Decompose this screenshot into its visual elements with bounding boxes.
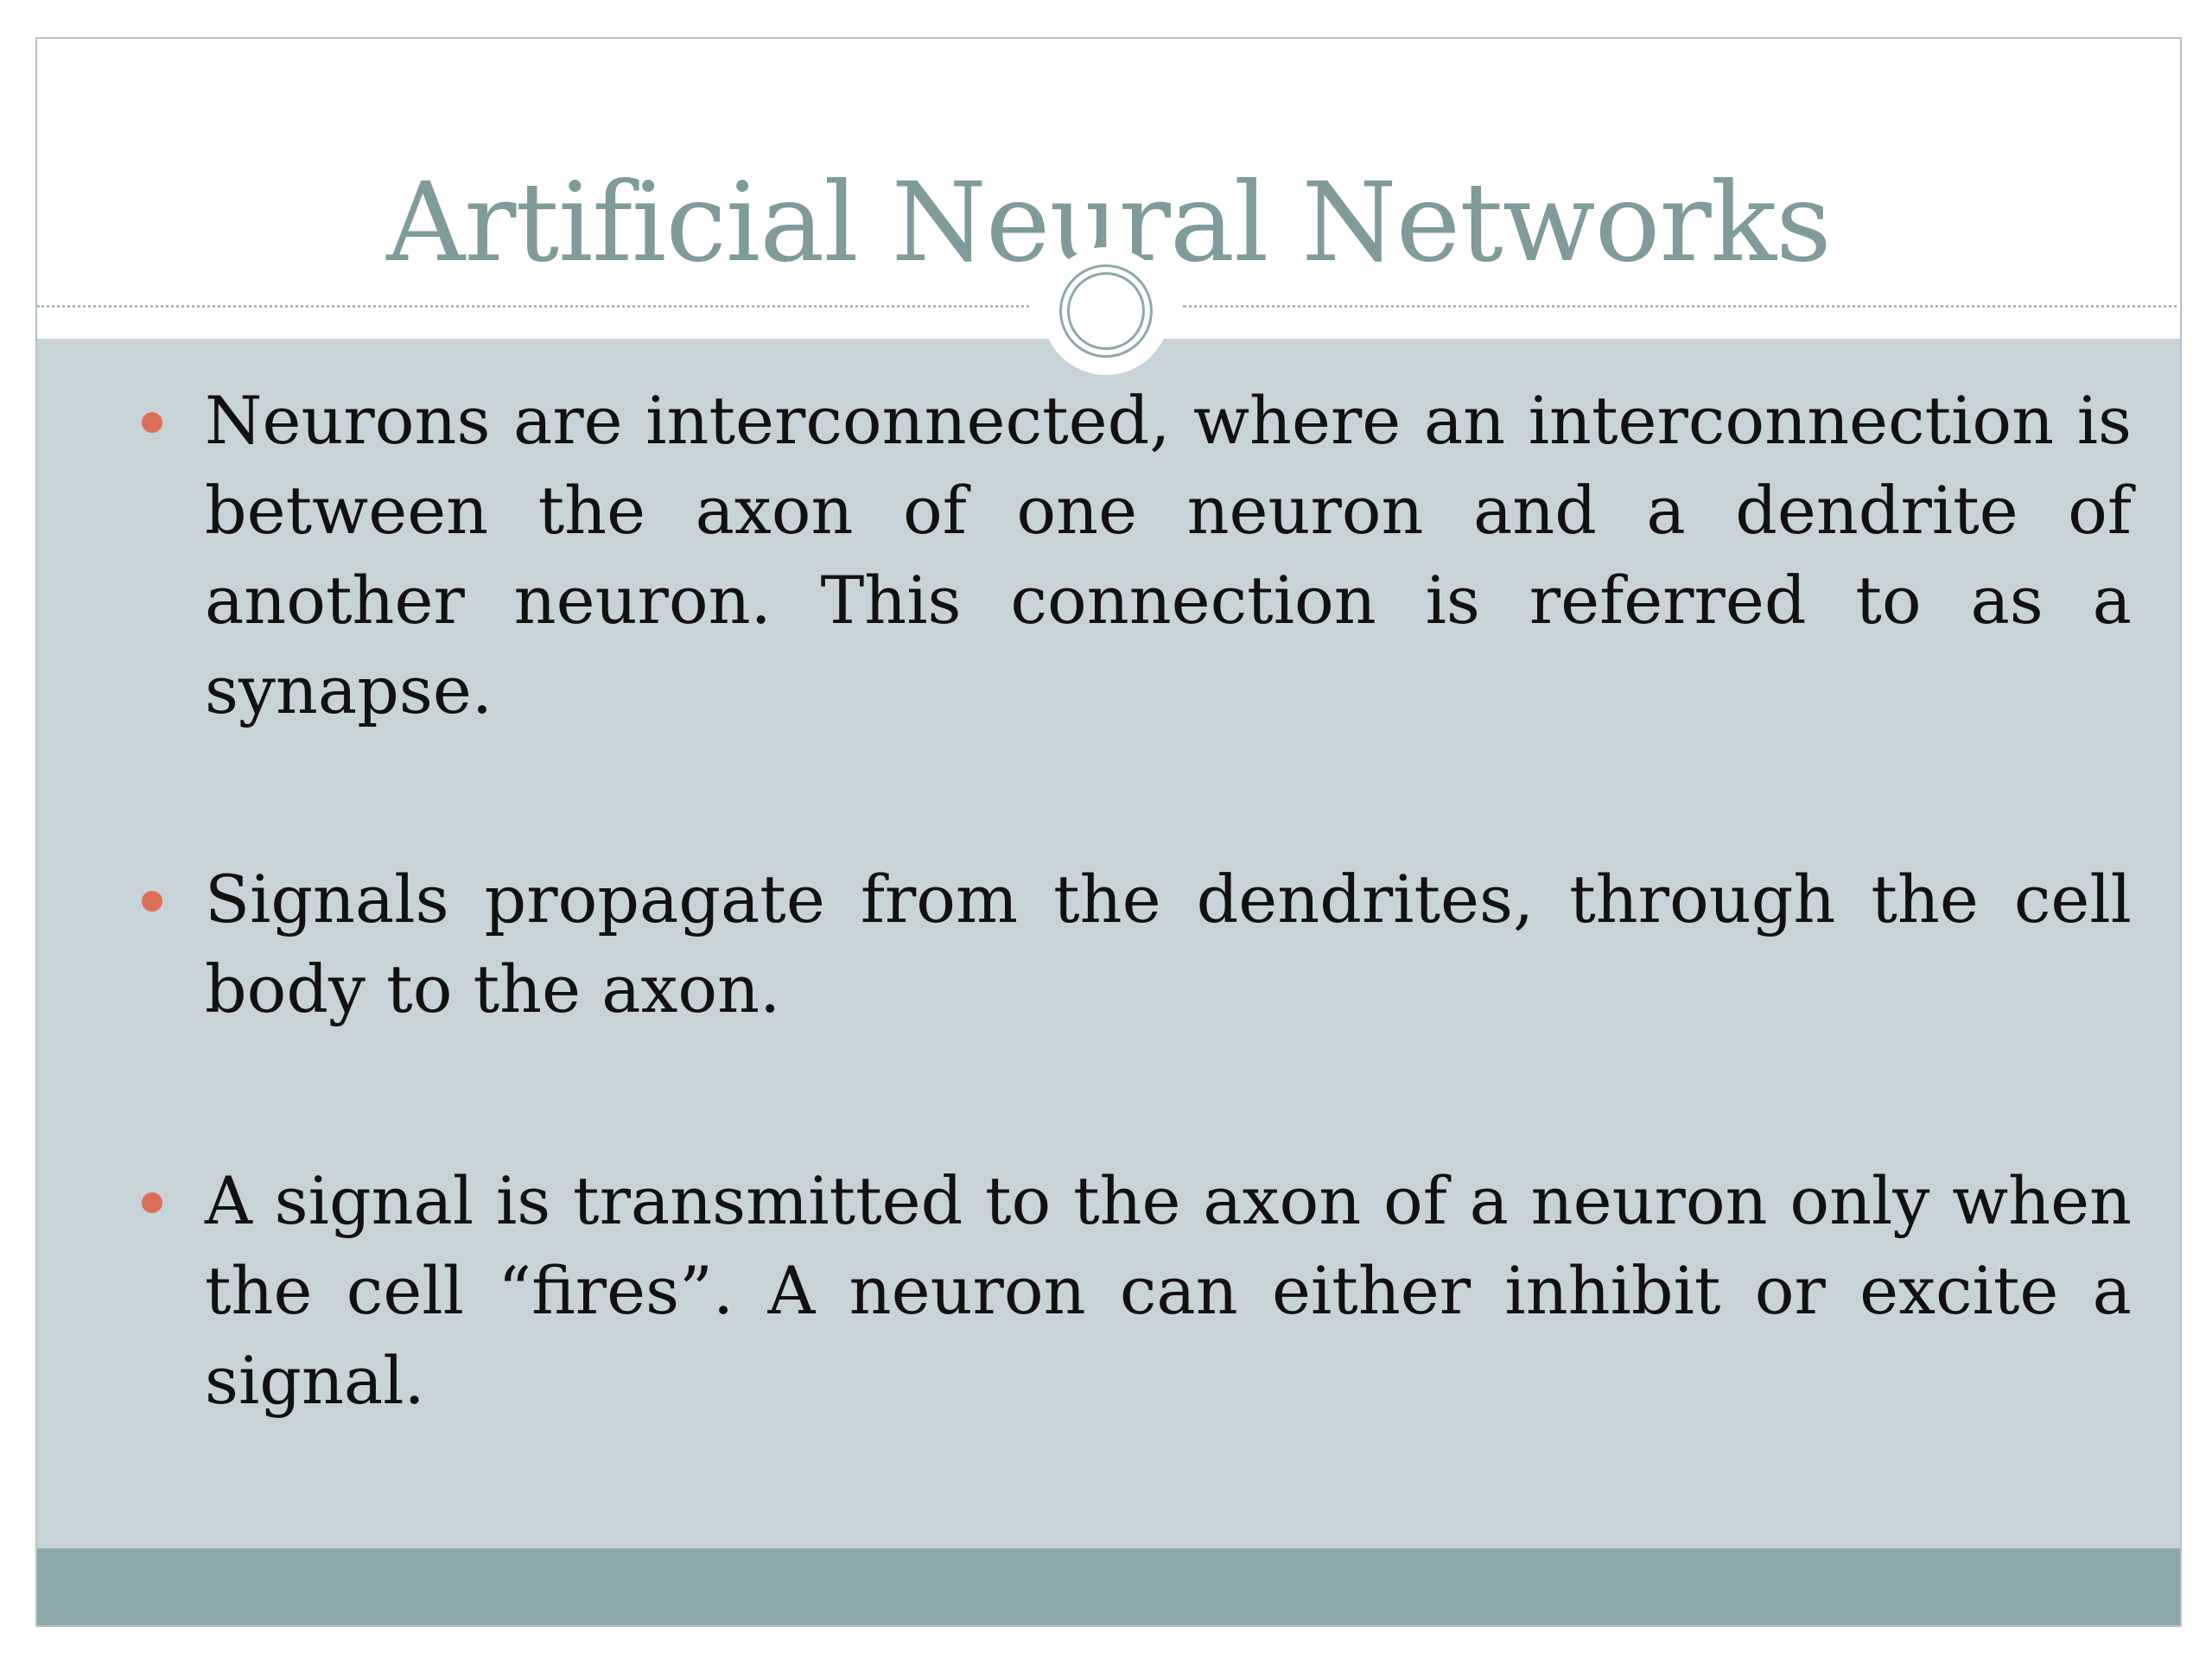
bullet-marker-icon	[142, 891, 162, 912]
slide: Artificial Neural Networks Neurons are i…	[35, 37, 2182, 1627]
bullet-item: Neurons are interconnected, where an int…	[205, 382, 2132, 728]
bullet-item: Signals propagate from the dendrites, th…	[205, 861, 2132, 1027]
bullet-list: Neurons are interconnected, where an int…	[37, 39, 2180, 1625]
bullet-marker-icon	[142, 1192, 162, 1213]
content-area	[37, 339, 2180, 1548]
title-divider-right	[1183, 305, 2180, 308]
footer-band	[37, 1548, 2180, 1625]
bullet-item: A signal is transmitted to the axon of a…	[205, 1162, 2132, 1419]
title-divider-left	[37, 305, 1029, 308]
decorative-circle-icon	[1059, 264, 1153, 358]
bullet-marker-icon	[142, 412, 162, 433]
